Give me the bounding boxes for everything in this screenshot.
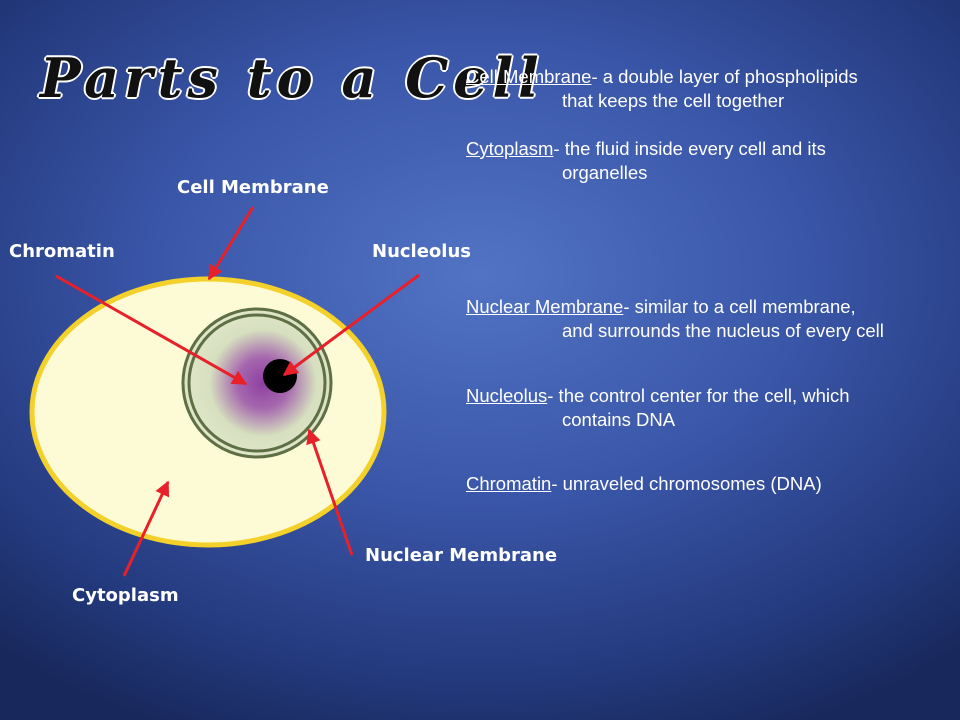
label-chromatin: Chromatin bbox=[9, 241, 115, 262]
definition-text: - unraveled chromosomes (DNA) bbox=[551, 473, 822, 494]
nucleus-shape bbox=[181, 307, 333, 459]
definition-term: Nuclear Membrane bbox=[466, 296, 624, 317]
definition-text-continued: that keeps the cell together bbox=[562, 90, 785, 111]
arrow-cytoplasm bbox=[122, 480, 170, 577]
slide-title: Parts to a Cell bbox=[40, 46, 544, 110]
nuclear-membrane-ring bbox=[187, 313, 327, 453]
definition-text: - the control center for the cell, which bbox=[547, 385, 850, 406]
definition-text-continued: organelles bbox=[562, 162, 648, 183]
definition-text: - a double layer of phospholipids bbox=[591, 66, 858, 87]
label-cytoplasm: Cytoplasm bbox=[72, 585, 179, 606]
definition-chromatin: Chromatin- unraveled chromosomes (DNA) bbox=[466, 472, 956, 496]
definition-text-continued: contains DNA bbox=[562, 409, 676, 430]
arrow-chromatin bbox=[55, 274, 248, 386]
definition-nucleolus: Nucleolus- the control center for the ce… bbox=[466, 384, 956, 432]
definition-term: Nucleolus bbox=[466, 385, 548, 406]
arrow-nuclear-membrane bbox=[306, 428, 354, 556]
nucleolus-shape bbox=[263, 359, 297, 393]
label-nucleolus: Nucleolus bbox=[372, 241, 471, 262]
definition-cell-membrane: Cell Membrane- a double layer of phospho… bbox=[466, 65, 956, 113]
label-nuclear-membrane: Nuclear Membrane bbox=[365, 545, 558, 566]
definition-term: Chromatin bbox=[466, 473, 552, 494]
definition-term: Cell Membrane bbox=[466, 66, 592, 87]
definition-text: - the fluid inside every cell and its bbox=[553, 138, 826, 159]
definition-text: - similar to a cell membrane, bbox=[623, 296, 856, 317]
definition-nuclear-membrane: Nuclear Membrane- similar to a cell memb… bbox=[466, 295, 956, 343]
definition-term: Cytoplasm bbox=[466, 138, 554, 159]
label-cell-membrane: Cell Membrane bbox=[177, 177, 329, 198]
definition-cytoplasm: Cytoplasm- the fluid inside every cell a… bbox=[466, 137, 956, 185]
arrow-nucleolus bbox=[282, 273, 420, 377]
arrow-cell-membrane bbox=[207, 206, 255, 281]
definition-text-continued: and surrounds the nucleus of every cell bbox=[562, 320, 884, 341]
